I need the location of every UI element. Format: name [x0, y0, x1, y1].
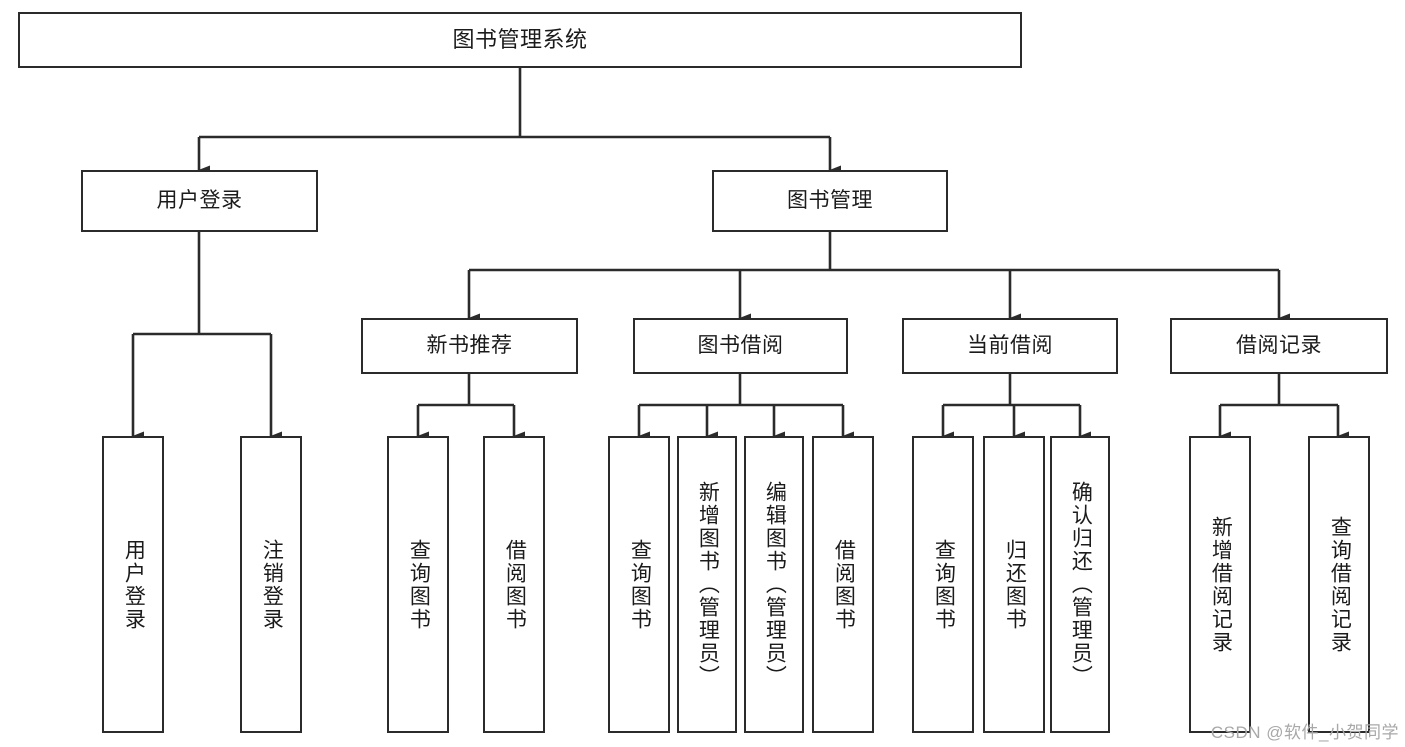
node-new-book-rec: 新书推荐	[361, 318, 578, 374]
node-leaf-add-record: 新增借阅记录	[1189, 436, 1251, 733]
node-book-borrow: 图书借阅	[633, 318, 848, 374]
node-label: 新书推荐	[426, 333, 513, 357]
node-leaf-borrow-book-rec: 借阅图书	[483, 436, 545, 733]
node-label: 编辑图书（管理员）	[763, 481, 787, 688]
node-leaf-edit-book: 编辑图书（管理员）	[744, 436, 804, 733]
node-label: 当前借阅	[967, 333, 1053, 357]
node-label: 查询图书	[932, 538, 956, 631]
node-label: 注销登录	[260, 538, 284, 631]
node-leaf-query-book-rec: 查询图书	[387, 436, 449, 733]
node-user-login: 用户登录	[81, 170, 318, 232]
node-book-manage: 图书管理	[712, 170, 948, 232]
node-leaf-logout: 注销登录	[240, 436, 302, 733]
node-borrow-record: 借阅记录	[1170, 318, 1388, 374]
node-label: 用户登录	[156, 188, 243, 212]
node-root: 图书管理系统	[18, 12, 1022, 68]
node-leaf-query-book-borrow: 查询图书	[608, 436, 670, 733]
node-current-borrow: 当前借阅	[902, 318, 1118, 374]
node-leaf-query-book-cur: 查询图书	[912, 436, 974, 733]
node-leaf-user-login: 用户登录	[102, 436, 164, 733]
node-leaf-query-record: 查询借阅记录	[1308, 436, 1370, 733]
node-label: 借阅记录	[1236, 333, 1322, 357]
node-label: 图书管理	[787, 188, 873, 212]
node-label: 归还图书	[1003, 538, 1027, 631]
node-label: 查询图书	[407, 538, 431, 631]
node-label: 查询图书	[628, 538, 652, 631]
node-label: 用户登录	[122, 538, 146, 631]
connector-group	[131, 68, 1349, 441]
node-label: 图书借阅	[697, 333, 784, 357]
node-label: 图书管理系统	[452, 27, 588, 53]
node-label: 新增借阅记录	[1209, 515, 1233, 654]
node-label: 查询借阅记录	[1328, 515, 1352, 654]
node-leaf-add-book: 新增图书（管理员）	[677, 436, 737, 733]
node-label: 借阅图书	[832, 538, 856, 631]
node-label: 新增图书（管理员）	[696, 481, 720, 688]
node-label: 借阅图书	[503, 538, 527, 631]
node-label: 确认归还（管理员）	[1069, 481, 1093, 688]
node-leaf-borrow-book: 借阅图书	[812, 436, 874, 733]
node-leaf-confirm-return: 确认归还（管理员）	[1050, 436, 1110, 733]
node-leaf-return-book: 归还图书	[983, 436, 1045, 733]
